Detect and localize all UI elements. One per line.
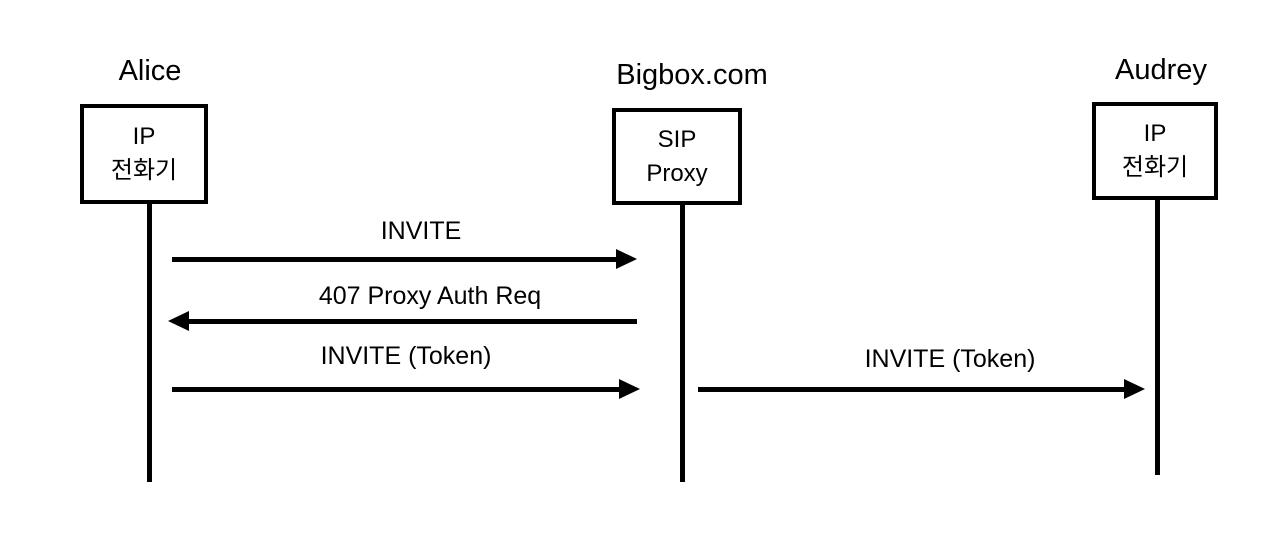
actor-box-bigbox: SIP Proxy — [612, 108, 742, 205]
lifeline-bigbox — [680, 204, 685, 482]
actor-name-bigbox: Bigbox.com — [616, 59, 768, 91]
actor-box-audrey: IP 전화기 — [1092, 102, 1218, 200]
actor-box-alice: IP 전화기 — [80, 104, 208, 204]
arrow-head-right-icon — [616, 249, 637, 269]
arrow-shaft — [185, 318, 637, 324]
actor-box-bigbox-line2: Proxy — [646, 159, 708, 187]
arrow-shaft — [172, 256, 620, 262]
arrow-shaft — [172, 386, 623, 392]
lifeline-audrey — [1155, 199, 1160, 475]
arrow-head-right-icon — [619, 379, 640, 399]
actor-box-alice-line1: IP — [132, 123, 156, 151]
arrow-head-right-icon — [1124, 379, 1145, 399]
lifeline-alice — [147, 203, 152, 482]
arrow-shaft — [698, 386, 1128, 392]
message-label-invite: INVITE — [380, 217, 462, 245]
actor-name-audrey: Audrey — [1115, 54, 1207, 86]
arrow-head-left-icon — [168, 311, 189, 331]
message-label-invite-token-right: INVITE (Token) — [864, 345, 1036, 373]
actor-box-alice-line2: 전화기 — [110, 157, 178, 184]
actor-box-bigbox-line1: SIP — [657, 125, 697, 153]
message-label-407-proxy-auth-req: 407 Proxy Auth Req — [318, 282, 542, 310]
message-label-invite-token-left: INVITE (Token) — [320, 342, 492, 370]
actor-box-audrey-line1: IP — [1143, 120, 1167, 148]
actor-name-alice: Alice — [118, 55, 182, 87]
actor-box-audrey-line2: 전화기 — [1121, 154, 1189, 181]
